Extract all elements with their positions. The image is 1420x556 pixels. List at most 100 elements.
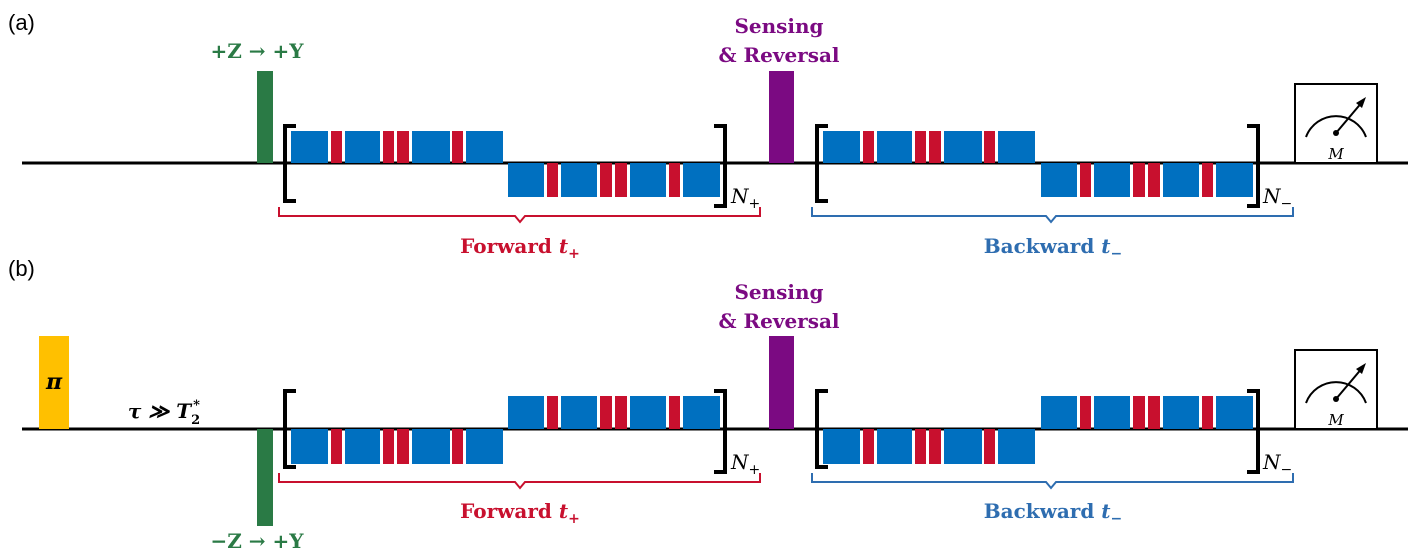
panel-b-init-pulse: [257, 429, 273, 526]
blue-pulse: [466, 429, 503, 464]
panel-b-sensing-label-line1: Sensing: [734, 280, 823, 304]
blue-pulse: [508, 396, 544, 429]
meter-box: [1294, 349, 1378, 430]
panel-a-measurement-meter-icon: M: [1294, 83, 1378, 164]
blue-pulse: [561, 396, 597, 429]
panel-a-backward-block: N−: [815, 124, 1292, 212]
red-pulse: [915, 131, 926, 163]
red-pulse: [863, 429, 874, 464]
panel-b-n-minus-label: N−: [1262, 450, 1292, 478]
blue-pulse: [345, 131, 380, 163]
red-pulse: [452, 429, 463, 464]
panel-b-backward-bracket-left: [815, 389, 828, 469]
meter-dial-arc: [1305, 115, 1367, 138]
meter-needle: [1335, 366, 1364, 400]
blue-pulse: [466, 131, 503, 163]
panel-b-backward-bracket-right: [1247, 389, 1260, 474]
panel-b-init-pulse-label: −Z → +Y: [210, 529, 304, 553]
red-pulse: [600, 163, 612, 197]
meter-pivot: [1333, 130, 1339, 136]
red-pulse: [383, 131, 394, 163]
meter-needle: [1335, 100, 1364, 134]
panel-a-forward-bracket-left: [283, 124, 296, 203]
red-pulse: [984, 131, 995, 163]
red-pulse: [929, 131, 941, 163]
blue-pulse: [630, 163, 666, 197]
red-pulse: [331, 429, 342, 464]
panel-b-measurement-meter-icon: M: [1294, 349, 1378, 430]
blue-pulse: [823, 429, 860, 464]
red-pulse: [669, 163, 680, 197]
blue-pulse: [561, 163, 597, 197]
panel-b-forward-block: N+: [283, 389, 760, 478]
panel-b-pi-label: π: [45, 369, 63, 395]
panel-b-forward-brace: [278, 473, 761, 490]
red-pulse: [984, 429, 995, 464]
panel-b-backward-upper-pulses: [1041, 396, 1253, 429]
blue-pulse: [1041, 163, 1077, 197]
panel-a-forward-brace: [278, 207, 761, 224]
blue-pulse: [412, 429, 450, 464]
meter-needle-arrow: [1356, 363, 1366, 374]
panel-a-backward-label: Backward t−: [984, 234, 1123, 262]
panel-a-forward-upper-pulses: [291, 131, 503, 163]
panel-a-meter-label: M: [1327, 145, 1344, 163]
panel-a: (a) +Z → +Y: [8, 10, 1408, 262]
panel-a-init-pulse: [257, 71, 273, 163]
panel-a-sensing-label-line1: Sensing: [734, 14, 823, 38]
blue-pulse: [998, 429, 1035, 464]
blue-pulse: [1216, 163, 1253, 197]
blue-pulse: [823, 131, 860, 163]
panel-a-forward-bracket-right: [714, 124, 727, 208]
red-pulse: [669, 396, 680, 429]
panel-b-forward-bracket-right: [714, 389, 727, 474]
red-pulse: [1202, 396, 1213, 429]
panel-b-forward-bracket-left: [283, 389, 296, 469]
red-pulse: [331, 131, 342, 163]
meter-pivot: [1333, 396, 1339, 402]
blue-pulse: [998, 131, 1035, 163]
panel-b-backward-lower-pulses: [823, 429, 1035, 464]
panel-b-forward-label: Forward t+: [460, 499, 580, 527]
red-pulse: [915, 429, 926, 464]
blue-pulse: [630, 396, 666, 429]
panel-a-label: (a): [8, 10, 35, 35]
blue-pulse: [508, 163, 544, 197]
panel-b-pi-pulse: [39, 336, 69, 429]
red-pulse: [383, 429, 394, 464]
panel-a-forward-block: N+: [283, 124, 760, 212]
meter-box: [1294, 83, 1378, 164]
red-pulse: [1133, 396, 1145, 429]
panel-b-label: (b): [8, 256, 35, 281]
panel-b-backward-block: N−: [815, 389, 1292, 478]
blue-pulse: [944, 429, 982, 464]
panel-a-backward-lower-pulses: [1041, 163, 1253, 197]
blue-pulse: [1163, 396, 1199, 429]
blue-pulse: [412, 131, 450, 163]
panel-a-forward-label: Forward t+: [460, 234, 580, 262]
panel-b-forward-lower-pulses: [291, 429, 503, 464]
panel-b-forward-upper-pulses: [508, 396, 720, 429]
panel-b-meter-label: M: [1327, 411, 1344, 429]
blue-pulse: [1216, 396, 1253, 429]
red-pulse: [615, 396, 627, 429]
red-pulse: [1080, 396, 1091, 429]
blue-pulse: [877, 131, 912, 163]
red-pulse: [547, 396, 558, 429]
panel-a-backward-bracket-right: [1247, 124, 1260, 208]
blue-pulse: [345, 429, 380, 464]
blue-pulse: [291, 131, 328, 163]
panel-b-sensing-label-line2: & Reversal: [718, 309, 839, 333]
panel-b-backward-brace: [811, 473, 1294, 490]
blue-pulse: [1094, 396, 1130, 429]
panel-a-backward-bracket-left: [815, 124, 828, 203]
blue-pulse: [944, 131, 982, 163]
red-pulse: [397, 131, 409, 163]
meter-needle-arrow: [1356, 97, 1366, 108]
red-pulse: [452, 131, 463, 163]
panel-a-sensing-pulse: [769, 71, 794, 163]
panel-a-init-pulse-label: +Z → +Y: [210, 39, 304, 63]
red-pulse: [615, 163, 627, 197]
